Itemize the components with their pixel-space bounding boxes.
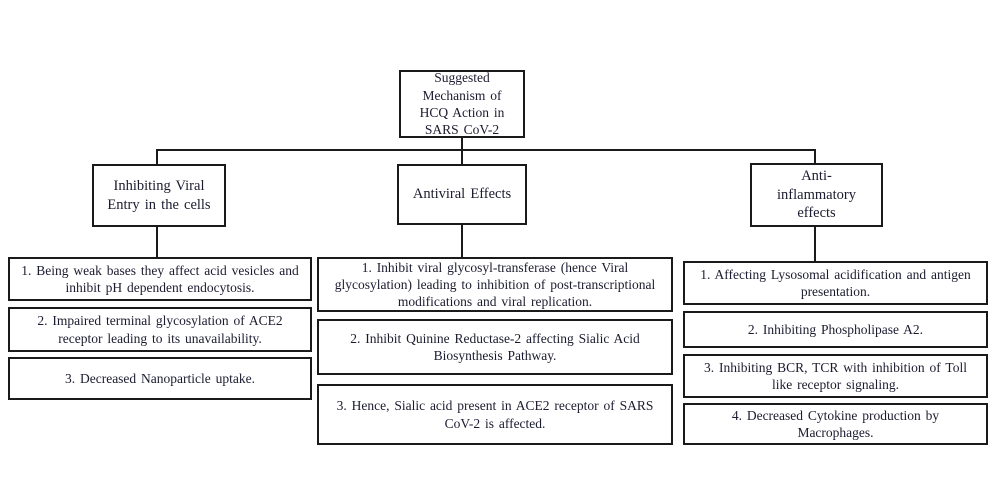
connector-root-trunk [461,138,463,151]
item-anti-inflammatory-1: 1. Affecting Lysosomal acidification and… [683,261,988,305]
item-viral-entry-1: 1. Being weak bases they affect acid ves… [8,257,312,301]
root-node: Suggested Mechanism of HCQ Action in SAR… [399,70,525,138]
item-anti-inflammatory-3: 3. Inhibiting BCR, TCR with inhibition o… [683,354,988,398]
connector-horizontal-spine [156,149,816,151]
connector-drop-left [156,149,158,165]
connector-stem-right [814,227,816,262]
item-viral-entry-3: 3. Decreased Nanoparticle uptake. [8,357,312,400]
item-antiviral-3: 3. Hence, Sialic acid present in ACE2 re… [317,384,673,445]
connector-stem-left [156,227,158,258]
item-antiviral-2: 2. Inhibit Quinine Reductase-2 affecting… [317,319,673,375]
branch-header-antiviral: Antiviral Effects [397,164,527,225]
connector-stem-center [461,225,463,258]
item-anti-inflammatory-2: 2. Inhibiting Phospholipase A2. [683,311,988,348]
connector-drop-center [461,149,463,165]
item-antiviral-1: 1. Inhibit viral glycosyl-transferase (h… [317,257,673,312]
item-viral-entry-2: 2. Impaired terminal glycosylation of AC… [8,307,312,352]
branch-header-anti-inflammatory: Anti-inflammatory effects [750,163,883,227]
branch-header-viral-entry: Inhibiting Viral Entry in the cells [92,164,226,227]
connector-drop-right [814,149,816,165]
item-anti-inflammatory-4: 4. Decreased Cytokine production by Macr… [683,403,988,445]
